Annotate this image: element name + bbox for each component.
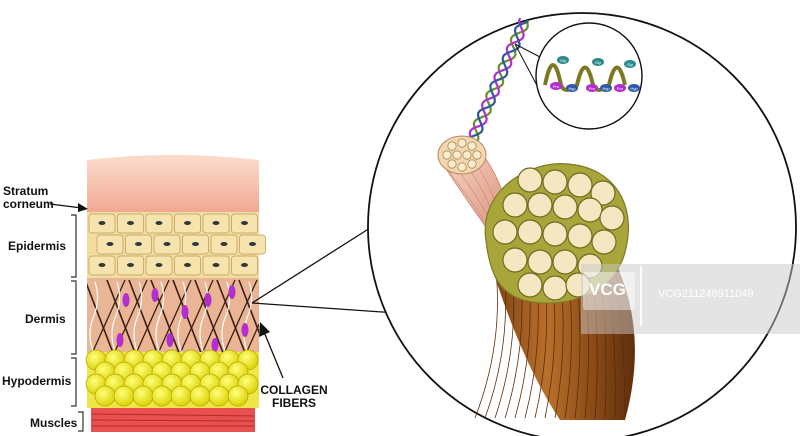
dermis-bracket xyxy=(71,280,77,355)
collagen-fiber-bundle xyxy=(474,163,635,420)
label-muscles: Muscles xyxy=(30,416,78,430)
label-collagen-line1: COLLAGEN xyxy=(260,383,328,397)
amino-acid-label: Hyp xyxy=(602,86,610,91)
label-stratum-corneum: Stratum corneum xyxy=(3,185,54,211)
muscles-bracket xyxy=(78,411,84,432)
watermark-id: VCG211248911049 xyxy=(658,288,754,300)
amino-acid-label: Gly xyxy=(595,60,601,65)
label-stratum-line2: corneum xyxy=(3,197,54,211)
amino-acid-label: Gly xyxy=(627,62,633,67)
amino-acid-label: Hyp xyxy=(630,86,638,91)
watermark xyxy=(581,264,800,334)
amino-acid-label: Pro xyxy=(589,86,596,91)
amino-acid-label: Hyp xyxy=(568,86,576,91)
collagen-arrow xyxy=(259,322,284,379)
amino-acid-label: Pro xyxy=(553,84,560,89)
skin-cross-section xyxy=(85,155,266,432)
epidermis-cells xyxy=(88,213,266,276)
zoom-connector-lines xyxy=(251,227,398,314)
muscle-striations xyxy=(91,413,255,427)
amino-acid-label: Pro xyxy=(617,86,624,91)
stratum-arrow xyxy=(49,203,88,212)
dermis-fibers xyxy=(87,279,259,358)
label-collagen-line2: FIBERS xyxy=(271,396,316,410)
label-collagen-fibers: COLLAGEN FIBERS xyxy=(258,384,330,410)
label-epidermis: Epidermis xyxy=(8,239,67,253)
label-stratum-line1: Stratum xyxy=(3,184,49,198)
epidermis-bracket xyxy=(71,214,77,278)
amino-acid-label: Gly xyxy=(560,58,566,63)
watermark-brand: VCG xyxy=(589,280,626,299)
label-dermis: Dermis xyxy=(25,312,66,326)
layer-brackets xyxy=(71,214,84,432)
hypodermis-bracket xyxy=(71,357,77,407)
fat-cells xyxy=(85,349,259,407)
stratum-corneum-layer xyxy=(87,160,259,212)
label-hypodermis: Hypodermis xyxy=(2,374,72,388)
